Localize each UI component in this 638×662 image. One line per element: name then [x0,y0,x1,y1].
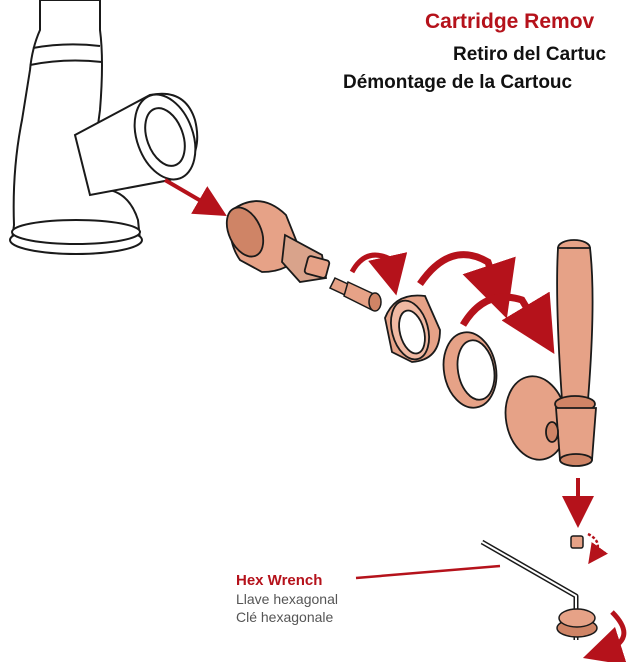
hex-wrench-label-english: Hex Wrench [236,571,338,590]
hex-wrench-label-french: Clé hexagonale [236,608,338,626]
cartridge [220,201,330,282]
hex-wrench-label-spanish: Llave hexagonal [236,590,338,608]
faucet-body [10,0,206,254]
spacer-ring [438,328,502,412]
title-english: Cartridge Remov [425,10,594,34]
title-french: Démontage de la Cartouc [343,72,572,94]
handle-set-screw [571,536,583,548]
ring-rotate-arrow [463,297,540,330]
retaining-nut [385,295,440,363]
removal-arrow [165,180,213,208]
lever-handle [546,240,596,466]
set-screw-rotate-arrow [588,534,598,556]
set-screw [330,278,381,311]
title-spanish: Retiro del Cartuc [453,44,606,66]
hex-wrench-callout: Hex Wrench Llave hexagonal Clé hexagonal… [236,571,338,626]
hex-wrench-leader [356,566,500,578]
screw-rotate-arrow [352,255,392,276]
button-cap [557,609,597,637]
nut-rotate-arrow [420,255,498,292]
button-cap-rotate-arrow [602,612,624,652]
